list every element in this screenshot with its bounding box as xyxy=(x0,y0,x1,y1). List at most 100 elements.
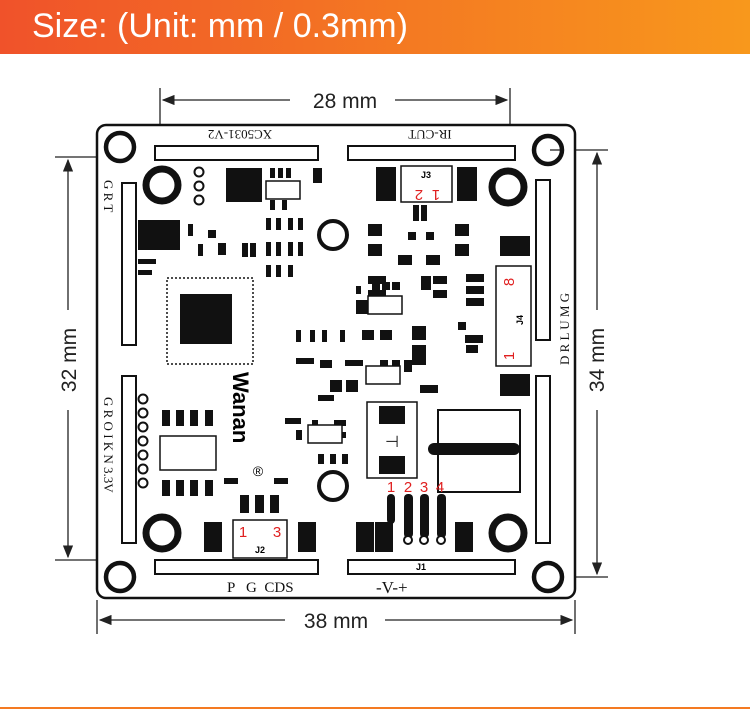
smd-pad xyxy=(298,242,303,256)
smd-pad xyxy=(421,205,427,221)
main-chip xyxy=(180,294,232,344)
smd-pad xyxy=(288,218,293,230)
ic-package xyxy=(365,365,401,385)
via-hole xyxy=(137,435,149,447)
smd-pad xyxy=(318,454,324,464)
smd-pad xyxy=(457,167,477,201)
smd-pad xyxy=(413,205,419,221)
smd-pad xyxy=(342,454,348,464)
smd-pad xyxy=(162,480,170,496)
smd-pad xyxy=(138,270,152,275)
via-hole xyxy=(193,180,205,192)
smd-pad xyxy=(188,224,193,236)
smd-pad xyxy=(356,286,361,294)
smd-pad xyxy=(296,330,301,342)
label-pg-cds: P G CDS xyxy=(227,580,294,596)
smd-pad xyxy=(255,495,264,513)
label-groikn: G R O I K N 3.3V xyxy=(101,397,116,493)
smd-pad xyxy=(266,265,271,277)
chip-pins xyxy=(166,277,254,365)
smd-pad xyxy=(278,168,283,178)
label-drlumg: D R L U M G xyxy=(557,293,572,365)
j3-pin-last: 2 xyxy=(415,186,423,203)
smd-pad xyxy=(433,276,447,284)
smd-pad xyxy=(270,495,279,513)
smd-pad xyxy=(368,290,386,298)
j2-label: J2 xyxy=(255,545,265,555)
smd-pad xyxy=(368,276,386,284)
smd-pad xyxy=(500,374,530,396)
ic-package xyxy=(307,424,343,444)
smd-pad xyxy=(376,167,396,201)
dimension-top-label: 28 mm xyxy=(313,90,377,113)
j2-connector xyxy=(232,519,288,559)
smd-pad xyxy=(224,478,238,484)
smd-pad xyxy=(286,168,291,178)
label-grt: G R T xyxy=(101,180,116,212)
smd-pad xyxy=(218,243,226,255)
components xyxy=(137,166,530,552)
ic-package xyxy=(159,435,217,471)
ircut-bar xyxy=(428,443,520,455)
smd-pad xyxy=(274,478,288,484)
smd-pad xyxy=(322,330,327,342)
via-hole xyxy=(137,393,149,405)
j4-pin-last: 8 xyxy=(501,278,518,286)
smd-pad xyxy=(190,410,198,426)
smd-pad xyxy=(404,360,412,372)
smd-pad xyxy=(465,335,483,343)
smd-pad xyxy=(398,255,412,265)
smd-pad xyxy=(455,244,469,256)
dimension-left-label: 32 mm xyxy=(58,328,81,392)
smd-pad xyxy=(382,282,390,290)
smd-pad xyxy=(458,322,466,330)
mounting-holes xyxy=(103,130,565,594)
smd-pad xyxy=(288,265,293,277)
smd-pad xyxy=(466,286,484,294)
smd-pad xyxy=(455,224,469,236)
smd-pad xyxy=(310,330,315,342)
smd-pad xyxy=(408,232,416,240)
smd-pad xyxy=(380,330,392,340)
smd-pad xyxy=(426,232,434,240)
board-outline xyxy=(95,123,577,600)
via-hole xyxy=(137,449,149,461)
smd-pad xyxy=(176,410,184,426)
smd-pad xyxy=(282,200,287,210)
ircut-outline xyxy=(437,409,521,493)
smd-pad xyxy=(318,395,334,401)
ic-package xyxy=(265,180,301,200)
smd-pad xyxy=(298,218,303,230)
smd-pad xyxy=(466,274,484,282)
smd-pad xyxy=(330,380,342,392)
smd-pad xyxy=(266,218,271,230)
smd-pad xyxy=(356,522,374,552)
via-hole xyxy=(137,407,149,419)
label-ircut: IR-CUT xyxy=(408,127,451,142)
diode-icon: ⊣ xyxy=(385,434,399,451)
j3-pin-first: 1 xyxy=(432,186,440,203)
smd-pad xyxy=(276,218,281,230)
label-xc5031: XC5031-V2 xyxy=(208,127,272,142)
smd-pad xyxy=(345,360,363,366)
j4-pin-first: 1 xyxy=(501,352,518,360)
via-hole xyxy=(137,477,149,489)
smd-pad xyxy=(466,345,478,353)
smd-pad xyxy=(330,454,336,464)
smd-pad xyxy=(420,385,438,393)
smd-pad xyxy=(285,418,301,424)
smd-pad xyxy=(392,282,400,290)
smd-pad xyxy=(340,330,345,342)
j1-pin-2: 2 xyxy=(404,479,412,496)
smd-pad xyxy=(455,522,473,552)
smd-pad xyxy=(368,244,382,256)
j3-label: J3 xyxy=(421,170,431,180)
smd-pad xyxy=(298,522,316,552)
smd-pad xyxy=(250,243,256,257)
smd-pad xyxy=(412,345,426,365)
j1-pin-3: 3 xyxy=(420,479,428,496)
smd-pad xyxy=(162,410,170,426)
smd-pad xyxy=(205,480,213,496)
smd-pad xyxy=(276,265,281,277)
